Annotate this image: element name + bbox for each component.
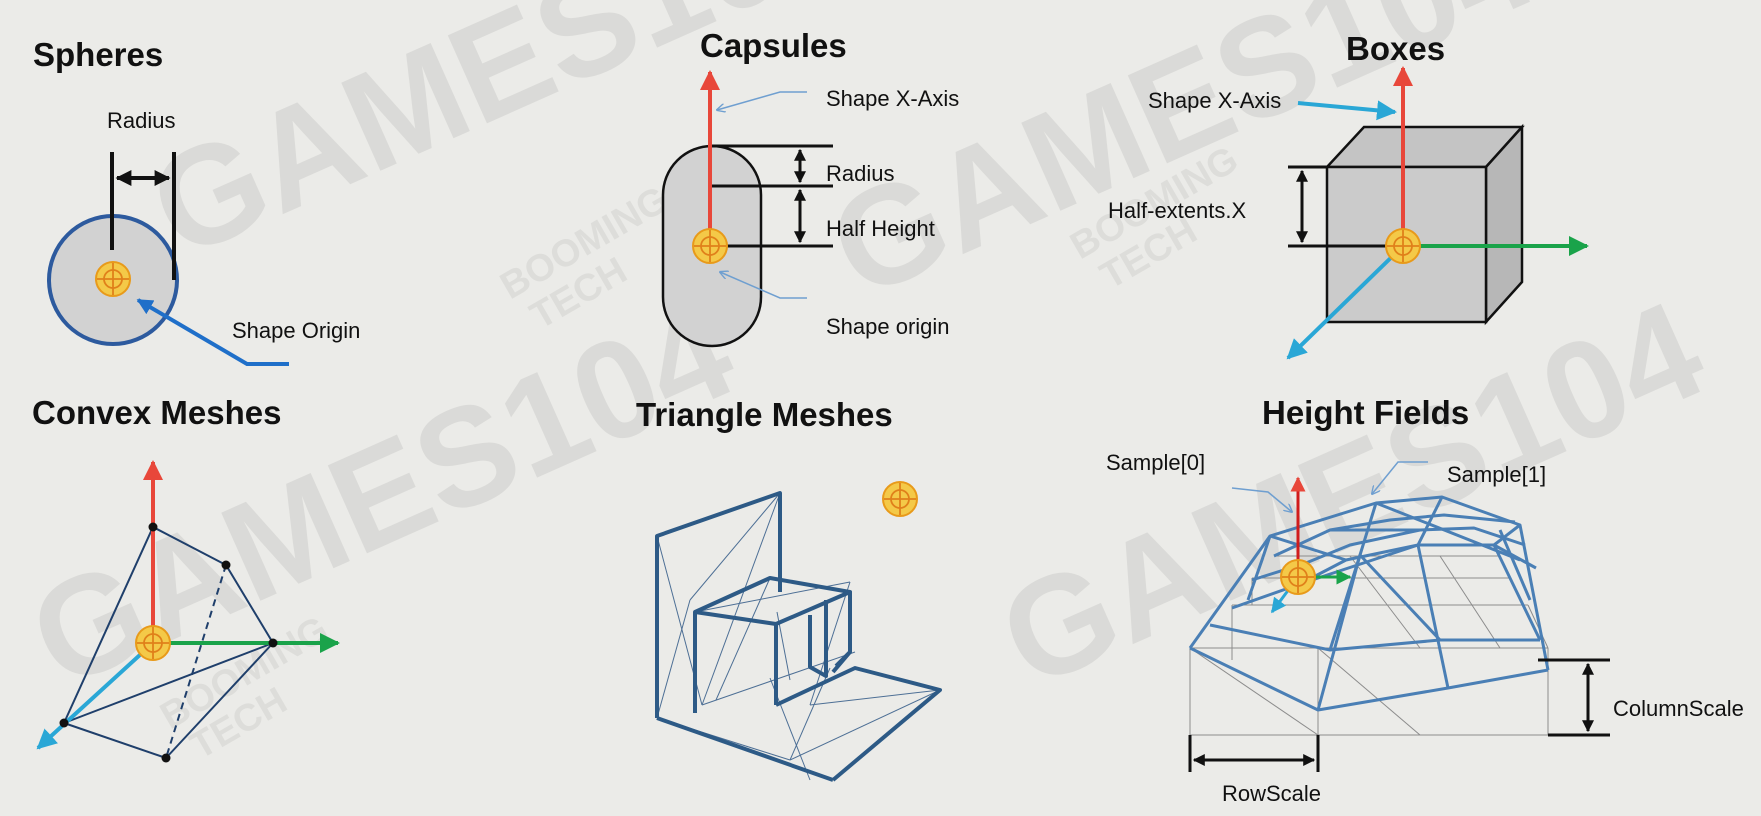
triangle-origin-icon [882, 481, 918, 517]
box-axis-label: Shape X-Axis [1148, 88, 1281, 113]
sample0-label: Sample[0] [1106, 450, 1205, 475]
triangle-title: Triangle Meshes [636, 396, 893, 433]
triangle-mesh-edges [655, 491, 942, 782]
capsule-origin-callout [720, 272, 807, 299]
boxes-panel: Boxes Shape X-Axis Half-extents.X [1108, 30, 1589, 360]
spheres-title: Spheres [33, 36, 163, 73]
row-scale-label: RowScale [1222, 781, 1321, 806]
capsules-title: Capsules [700, 27, 847, 64]
box-z-axis-arrow [1286, 244, 1405, 360]
convex-origin-icon [135, 625, 171, 661]
height-field-surface [1188, 495, 1550, 712]
sphere-radius-label: Radius [107, 108, 175, 133]
sample1-callout [1372, 461, 1428, 494]
capsule-origin-label: Shape origin [826, 314, 950, 339]
convex-meshes-panel: Convex Meshes [32, 394, 340, 763]
spheres-panel: Spheres Radius Shape Origin [33, 36, 360, 366]
height-fields-title: Height Fields [1262, 394, 1469, 431]
height-fields-panel: Height Fields [1106, 394, 1744, 806]
sample0-callout [1231, 487, 1292, 512]
sphere-origin-label: Shape Origin [232, 318, 360, 343]
convex-vertices [59, 522, 278, 763]
triangle-meshes-panel: Triangle Meshes [636, 396, 942, 782]
column-scale-label: ColumnScale [1613, 696, 1744, 721]
capsule-origin-icon [692, 228, 728, 264]
height-field-origin-icon [1280, 559, 1316, 595]
boxes-title: Boxes [1346, 30, 1445, 67]
sphere-origin-icon [95, 261, 131, 297]
capsule-axis-callout [717, 91, 807, 110]
capsule-half-height-label: Half Height [826, 216, 935, 241]
sphere-origin-callout [136, 298, 289, 366]
capsule-radius-label: Radius [826, 161, 894, 186]
box-half-extents-label: Half-extents.X [1108, 198, 1246, 223]
capsule-axis-label: Shape X-Axis [826, 86, 959, 111]
watermark-text: GAMES104 [978, 270, 1724, 717]
convex-z-axis-arrow [36, 641, 155, 750]
triangle-mesh-thin [656, 492, 941, 781]
sample1-label: Sample[1] [1447, 462, 1546, 487]
box-origin-icon [1385, 228, 1421, 264]
watermark: GAMES104 GAMES104 GAMES104 GAMES104 BOOM… [8, 0, 1724, 768]
capsules-panel: Capsules Shape X-Axis Radius Half Height… [661, 27, 959, 348]
convex-title: Convex Meshes [32, 394, 281, 431]
box-axis-callout [1297, 100, 1397, 121]
